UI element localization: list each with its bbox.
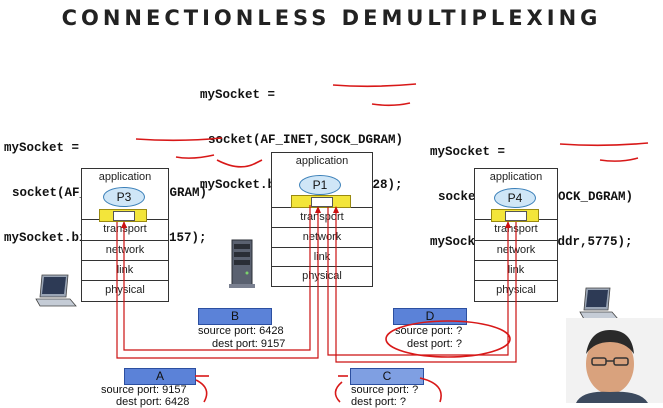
application-layer: application xyxy=(98,171,152,183)
process-p4: P4 xyxy=(494,188,536,208)
socket-icon xyxy=(291,195,351,208)
flow-arrows xyxy=(116,205,517,363)
network-layer: network xyxy=(82,240,168,260)
socket-icon xyxy=(491,209,539,222)
segment-d-source: source port: ? xyxy=(395,325,463,337)
physical-layer: physical xyxy=(272,266,372,286)
segment-a-source: source port: 9157 xyxy=(101,384,187,396)
network-layer: network xyxy=(272,227,372,247)
laptop-icon-right xyxy=(579,287,619,320)
ink-annotations xyxy=(135,83,649,403)
segment-c-source: source port: ? xyxy=(351,384,419,396)
laptop-icon-left xyxy=(35,274,77,307)
application-layer: application xyxy=(295,155,349,167)
presenter-video xyxy=(566,318,663,403)
process-p1: P1 xyxy=(299,175,341,195)
segment-c: C xyxy=(350,368,424,385)
code-line: mySocket = xyxy=(200,88,276,102)
code-line: mySocket = xyxy=(4,141,80,155)
application-layer: application xyxy=(489,171,543,183)
slide-title: CONNECTIONLESS DEMULTIPLEXING xyxy=(61,6,602,30)
segment-b-source: source port: 6428 xyxy=(198,325,284,337)
server-icon xyxy=(229,239,255,288)
segment-d-dest: dest port: ? xyxy=(407,338,463,350)
segment-b-dest: dest port: 9157 xyxy=(212,338,286,350)
process-p3: P3 xyxy=(103,187,145,207)
code-line: socket(AF_INET,SOCK_DGRAM) xyxy=(208,133,404,147)
segment-b: B xyxy=(198,308,272,325)
link-layer: link xyxy=(82,260,168,280)
code-line: mySocket = xyxy=(430,145,506,159)
physical-layer: physical xyxy=(82,280,168,300)
